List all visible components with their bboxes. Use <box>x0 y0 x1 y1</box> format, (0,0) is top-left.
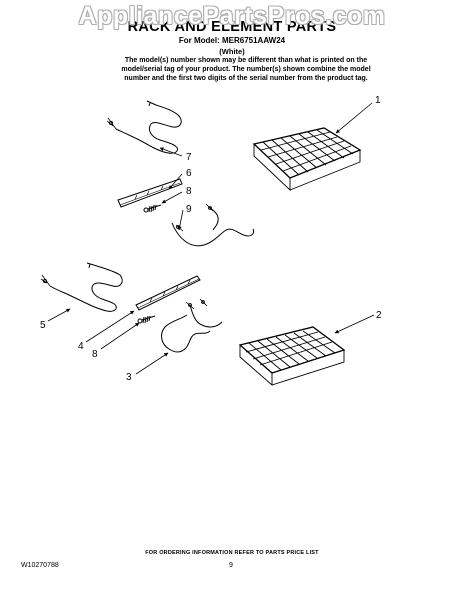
callout-7: 7 <box>186 152 192 163</box>
lower-oven-rack <box>238 326 346 386</box>
lower-bake-element <box>40 262 123 312</box>
callout-1: 1 <box>375 95 381 106</box>
upper-screw <box>143 204 162 213</box>
callout-numbers: 1 7 6 8 9 5 4 8 3 2 <box>40 95 382 383</box>
upper-bake-element <box>106 100 182 154</box>
model-note: The model(s) number shown may be differe… <box>121 57 371 82</box>
callout-8-upper: 8 <box>186 186 192 197</box>
ordering-info: FOR ORDERING INFORMATION REFER TO PARTS … <box>145 550 319 556</box>
model-number: For Model: MER6751AAW24 <box>178 36 286 45</box>
upper-element-bracket <box>117 178 183 208</box>
watermark-logo: AppliancePartsPros.com <box>78 2 386 30</box>
upper-oven-rack <box>252 127 362 192</box>
callout-2: 2 <box>376 310 382 321</box>
lower-broil-element <box>161 298 223 353</box>
callout-3: 3 <box>126 372 132 383</box>
model-color: (White) <box>219 47 245 56</box>
callout-6: 6 <box>186 168 192 179</box>
callout-leaders <box>47 102 375 375</box>
callout-9: 9 <box>186 204 192 215</box>
callout-8-lower: 8 <box>92 349 98 360</box>
lower-element-bracket <box>135 275 201 311</box>
page-title: RACK AND ELEMENT PARTS <box>127 19 337 35</box>
callout-4: 4 <box>78 341 84 352</box>
callout-5: 5 <box>40 320 46 331</box>
upper-broil-element <box>171 203 255 247</box>
lower-screw <box>137 315 156 324</box>
page-number: 9 <box>229 562 233 569</box>
document-number: W10270788 <box>21 562 59 569</box>
